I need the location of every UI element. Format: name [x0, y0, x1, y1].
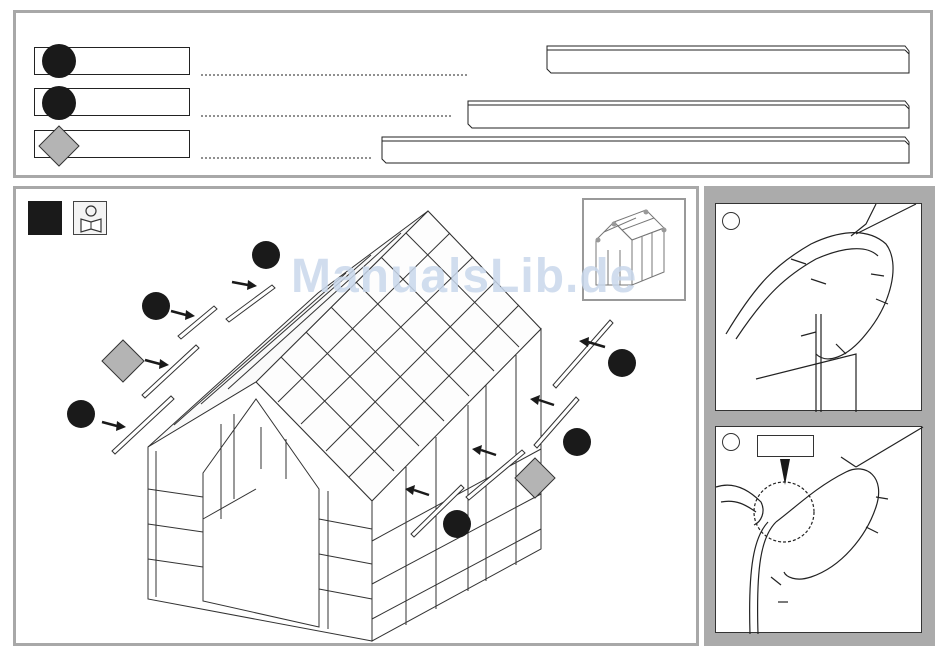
black-circle-marker	[608, 349, 636, 377]
black-circle-marker	[563, 428, 591, 456]
greenhouse-drawing	[16, 189, 702, 649]
arrow-icon	[232, 280, 257, 290]
profile-strip-c	[382, 137, 909, 163]
grey-diamond-marker	[39, 126, 79, 166]
black-circle-marker	[42, 44, 76, 78]
parts-drawing	[16, 13, 936, 181]
grey-diamond-marker	[102, 340, 144, 382]
arrow-icon	[171, 310, 195, 320]
black-circle-marker	[42, 86, 76, 120]
black-circle-marker	[142, 292, 170, 320]
detail-frame	[704, 186, 935, 646]
black-circle-marker	[252, 241, 280, 269]
glazing-bar	[553, 320, 613, 388]
glazing-bar	[178, 306, 217, 339]
detail-view-a	[715, 203, 922, 411]
glazing-bar	[142, 345, 199, 398]
detail-view-b	[715, 426, 922, 633]
glazing-bar	[226, 285, 275, 322]
arrow-icon	[145, 359, 169, 369]
profile-strip-b	[468, 101, 909, 128]
arrow-icon	[780, 459, 790, 485]
black-circle-marker	[67, 400, 95, 428]
main-illustration-panel: ManualsLib.de	[13, 186, 699, 646]
profile-strip-a	[547, 46, 909, 73]
black-circle-marker	[443, 510, 471, 538]
arrow-icon	[102, 421, 126, 431]
parts-panel	[13, 10, 933, 178]
